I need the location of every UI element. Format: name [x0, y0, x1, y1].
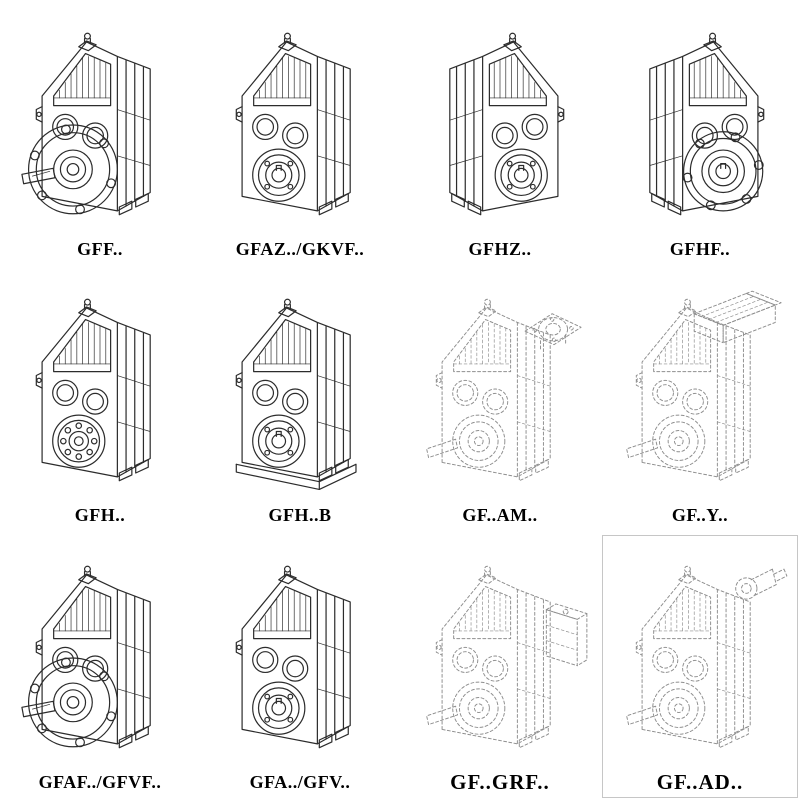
gearbox-drawing-flange-face-mirrored — [649, 32, 765, 215]
catalog-cell-gfaz-gkvf: GFAZ../GKVF.. — [200, 0, 400, 267]
catalog-cell-gfhf: GFHF.. — [600, 0, 800, 267]
gearbox-drawing-input-adapter-dashed — [626, 565, 788, 749]
model-label: GF..AD.. — [656, 769, 744, 794]
catalog-cell-gfh-b: GFH..B — [200, 267, 400, 534]
model-label: GF..AM.. — [462, 505, 538, 526]
catalog-cell-gf-am: GF..AM.. — [400, 267, 600, 534]
catalog-cell-gfa-gfv: GFA../GFV.. — [200, 533, 400, 800]
catalog-cell-gfh: GFH.. — [0, 267, 200, 534]
catalog-cell-gf-ad: GF..AD.. — [600, 533, 800, 800]
model-label: GF..Y.. — [671, 505, 729, 526]
gearbox-drawing-flange-shaft — [21, 565, 151, 749]
gearbox-drawing-motor-dashed — [626, 291, 782, 482]
gearbox-drawing-hollow-shaft-mirrored — [449, 32, 565, 215]
gearbox-drawing-hollow-shaft — [235, 32, 351, 215]
catalog-cell-gf-grf: GF..GRF.. — [400, 533, 600, 800]
gearbox-drawing-input-flange-dashed — [426, 299, 582, 482]
model-label: GF..GRF.. — [450, 769, 550, 794]
model-label: GFHF.. — [669, 238, 731, 259]
catalog-cell-gfhz: GFHZ.. — [400, 0, 600, 267]
catalog-cell-gf-y: GF..Y.. — [600, 267, 800, 534]
gearbox-drawing-hollow-shaft-with-base — [235, 298, 357, 491]
catalog-cell-gff: GFF.. — [0, 0, 200, 267]
gearbox-drawing-flange-shaft — [21, 32, 151, 215]
model-label: GFAF../GFVF.. — [38, 771, 162, 792]
catalog-cell-gfaf-gfvf: GFAF../GFVF.. — [0, 533, 200, 800]
gearbox-drawing-hollow-shaft — [235, 565, 351, 749]
model-label: GFHZ.. — [468, 238, 532, 259]
model-label: GFAZ../GKVF.. — [235, 238, 365, 259]
model-label: GFH.. — [74, 505, 126, 526]
gearbox-drawing-adapter-box-dashed — [426, 565, 588, 749]
gearbox-drawing-bearing-face — [35, 298, 151, 482]
model-label: GFF.. — [77, 238, 123, 259]
model-label: GFA../GFV.. — [249, 771, 351, 792]
model-label: GFH..B — [268, 505, 332, 526]
